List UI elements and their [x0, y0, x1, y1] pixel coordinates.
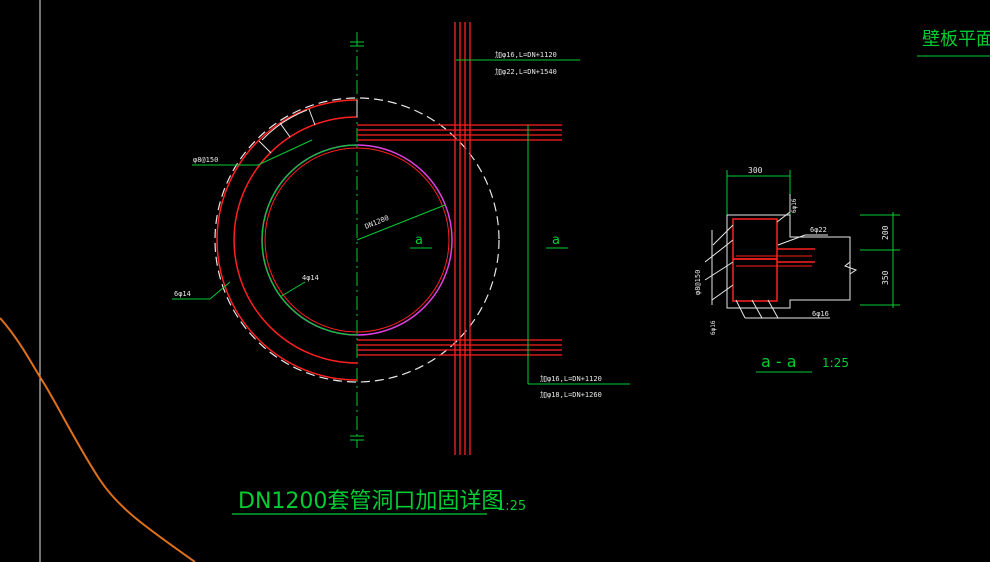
stirrup-leader [192, 139, 313, 166]
sec-stirrup-lower [732, 258, 778, 302]
outer-red-arc [216, 99, 358, 381]
main-detail: DN1200 加φ16,L=DN+1120 加φ22,L=DN+1540 [172, 22, 630, 515]
top-rebar-label-1: 加φ16,L=DN+1120 [495, 50, 557, 59]
sec-rebar-top-label: 6φ22 [810, 226, 827, 234]
inner-red-arc [233, 116, 358, 364]
outer-ring-leader [172, 281, 231, 300]
main-title: DN1200套管洞口加固详图 [238, 489, 503, 514]
sec-dim-right-2: 350 [881, 270, 890, 285]
sec-stirrup-upper [732, 218, 778, 260]
bottom-rebar-label-2: 加φ18,L=DN+1260 [540, 390, 602, 399]
sec-stirrup-label: φ8@150 [694, 270, 702, 295]
pipe-inner-red [264, 147, 450, 333]
outer-dashed-circle [214, 97, 500, 383]
inner-ring-leader [279, 281, 306, 298]
orange-boundary-curve [0, 317, 196, 562]
section-mark-right: a [552, 233, 560, 248]
green-inner-arc [261, 144, 358, 336]
vertical-rebars [454, 22, 471, 455]
dn-leader [356, 204, 446, 241]
sec-dim-top: 300 [748, 166, 763, 175]
section-title: a - a [761, 352, 797, 371]
top-right-title: 壁板平面配 [922, 29, 990, 50]
section-scale: 1:25 [822, 356, 849, 370]
section-detail: 300 6φ22 6φ16 6φ16 [694, 166, 900, 373]
sec-rebar-bottom-label: 6φ16 [812, 310, 829, 318]
section-outline [726, 214, 851, 309]
main-scale: 1:25 [497, 499, 526, 514]
section-mark-left: a [415, 233, 423, 248]
top-rebar-label-2: 加φ22,L=DN+1540 [495, 67, 557, 76]
inner-ring-label: 4φ14 [302, 274, 319, 282]
sec-small-label: 6φ16 [791, 198, 798, 213]
stirrup-label: φ8@150 [193, 156, 218, 164]
outer-ring-label: 6φ14 [174, 290, 191, 298]
bottom-rebar-label-1: 加φ16,L=DN+1120 [540, 374, 602, 383]
sec-dim-right-1: 200 [881, 225, 890, 240]
sec-left-rebar-label: 6φ16 [710, 320, 717, 335]
